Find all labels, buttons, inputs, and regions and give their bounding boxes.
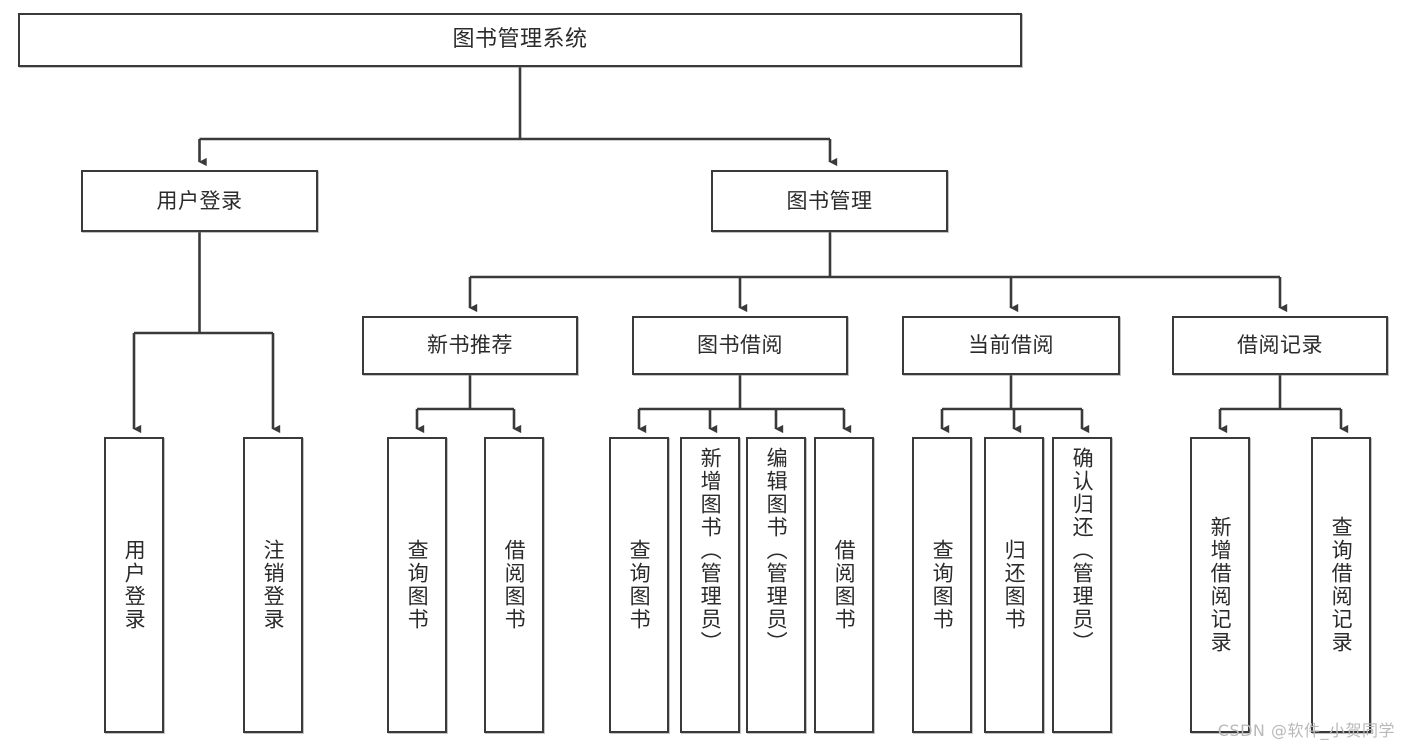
node-leaf-borrow-books-recommend[interactable]: 借阅图书 xyxy=(484,437,544,733)
node-book-management[interactable]: 图书管理 xyxy=(711,170,948,232)
node-leaf-query-books-borrow[interactable]: 查询图书 xyxy=(609,437,669,733)
node-leaf-confirm-return-admin-label: 确认归还（管理员） xyxy=(1070,447,1095,654)
node-new-book-recommendation-label: 新书推荐 xyxy=(427,333,513,358)
node-leaf-add-book-admin-label: 新增图书（管理员） xyxy=(698,447,723,654)
node-leaf-lend-book-label: 借阅图书 xyxy=(832,539,857,631)
node-leaf-logout-label: 注销登录 xyxy=(261,539,286,631)
node-borrow-records[interactable]: 借阅记录 xyxy=(1172,316,1388,375)
node-leaf-add-borrow-record-label: 新增借阅记录 xyxy=(1208,516,1233,654)
node-leaf-borrow-books-recommend-label: 借阅图书 xyxy=(502,539,527,631)
node-book-management-label: 图书管理 xyxy=(786,188,873,213)
node-leaf-query-books-current[interactable]: 查询图书 xyxy=(912,437,972,733)
node-leaf-add-book-admin[interactable]: 新增图书（管理员） xyxy=(680,437,740,733)
node-leaf-add-borrow-record[interactable]: 新增借阅记录 xyxy=(1190,437,1250,733)
node-leaf-lend-book[interactable]: 借阅图书 xyxy=(814,437,874,733)
node-book-borrowing-label: 图书借阅 xyxy=(697,333,783,358)
csdn-watermark: CSDN @软件_小贺同学 xyxy=(1217,721,1395,740)
node-user-login-label: 用户登录 xyxy=(156,188,243,213)
node-user-login[interactable]: 用户登录 xyxy=(81,170,318,232)
node-new-book-recommendation[interactable]: 新书推荐 xyxy=(362,316,578,375)
node-leaf-query-books-current-label: 查询图书 xyxy=(930,539,955,631)
node-borrow-records-label: 借阅记录 xyxy=(1237,333,1323,358)
node-leaf-logout[interactable]: 注销登录 xyxy=(243,437,303,733)
node-current-borrowing-label: 当前借阅 xyxy=(968,333,1054,358)
node-leaf-return-book[interactable]: 归还图书 xyxy=(984,437,1044,733)
node-leaf-query-borrow-record-label: 查询借阅记录 xyxy=(1329,516,1354,654)
node-leaf-user-login-label: 用户登录 xyxy=(122,539,147,631)
node-leaf-query-books-recommend-label: 查询图书 xyxy=(405,539,430,631)
node-leaf-query-books-recommend[interactable]: 查询图书 xyxy=(387,437,447,733)
node-leaf-user-login[interactable]: 用户登录 xyxy=(104,437,164,733)
node-root-system-label: 图书管理系统 xyxy=(452,27,588,53)
node-book-borrowing[interactable]: 图书借阅 xyxy=(632,316,848,375)
node-leaf-query-books-borrow-label: 查询图书 xyxy=(627,539,652,631)
node-current-borrowing[interactable]: 当前借阅 xyxy=(902,316,1120,375)
node-leaf-edit-book-admin[interactable]: 编辑图书（管理员） xyxy=(746,437,806,733)
node-root-system[interactable]: 图书管理系统 xyxy=(18,13,1022,67)
node-leaf-query-borrow-record[interactable]: 查询借阅记录 xyxy=(1311,437,1371,733)
node-leaf-confirm-return-admin[interactable]: 确认归还（管理员） xyxy=(1052,437,1112,733)
node-leaf-return-book-label: 归还图书 xyxy=(1002,539,1027,631)
node-leaf-edit-book-admin-label: 编辑图书（管理员） xyxy=(764,447,789,654)
